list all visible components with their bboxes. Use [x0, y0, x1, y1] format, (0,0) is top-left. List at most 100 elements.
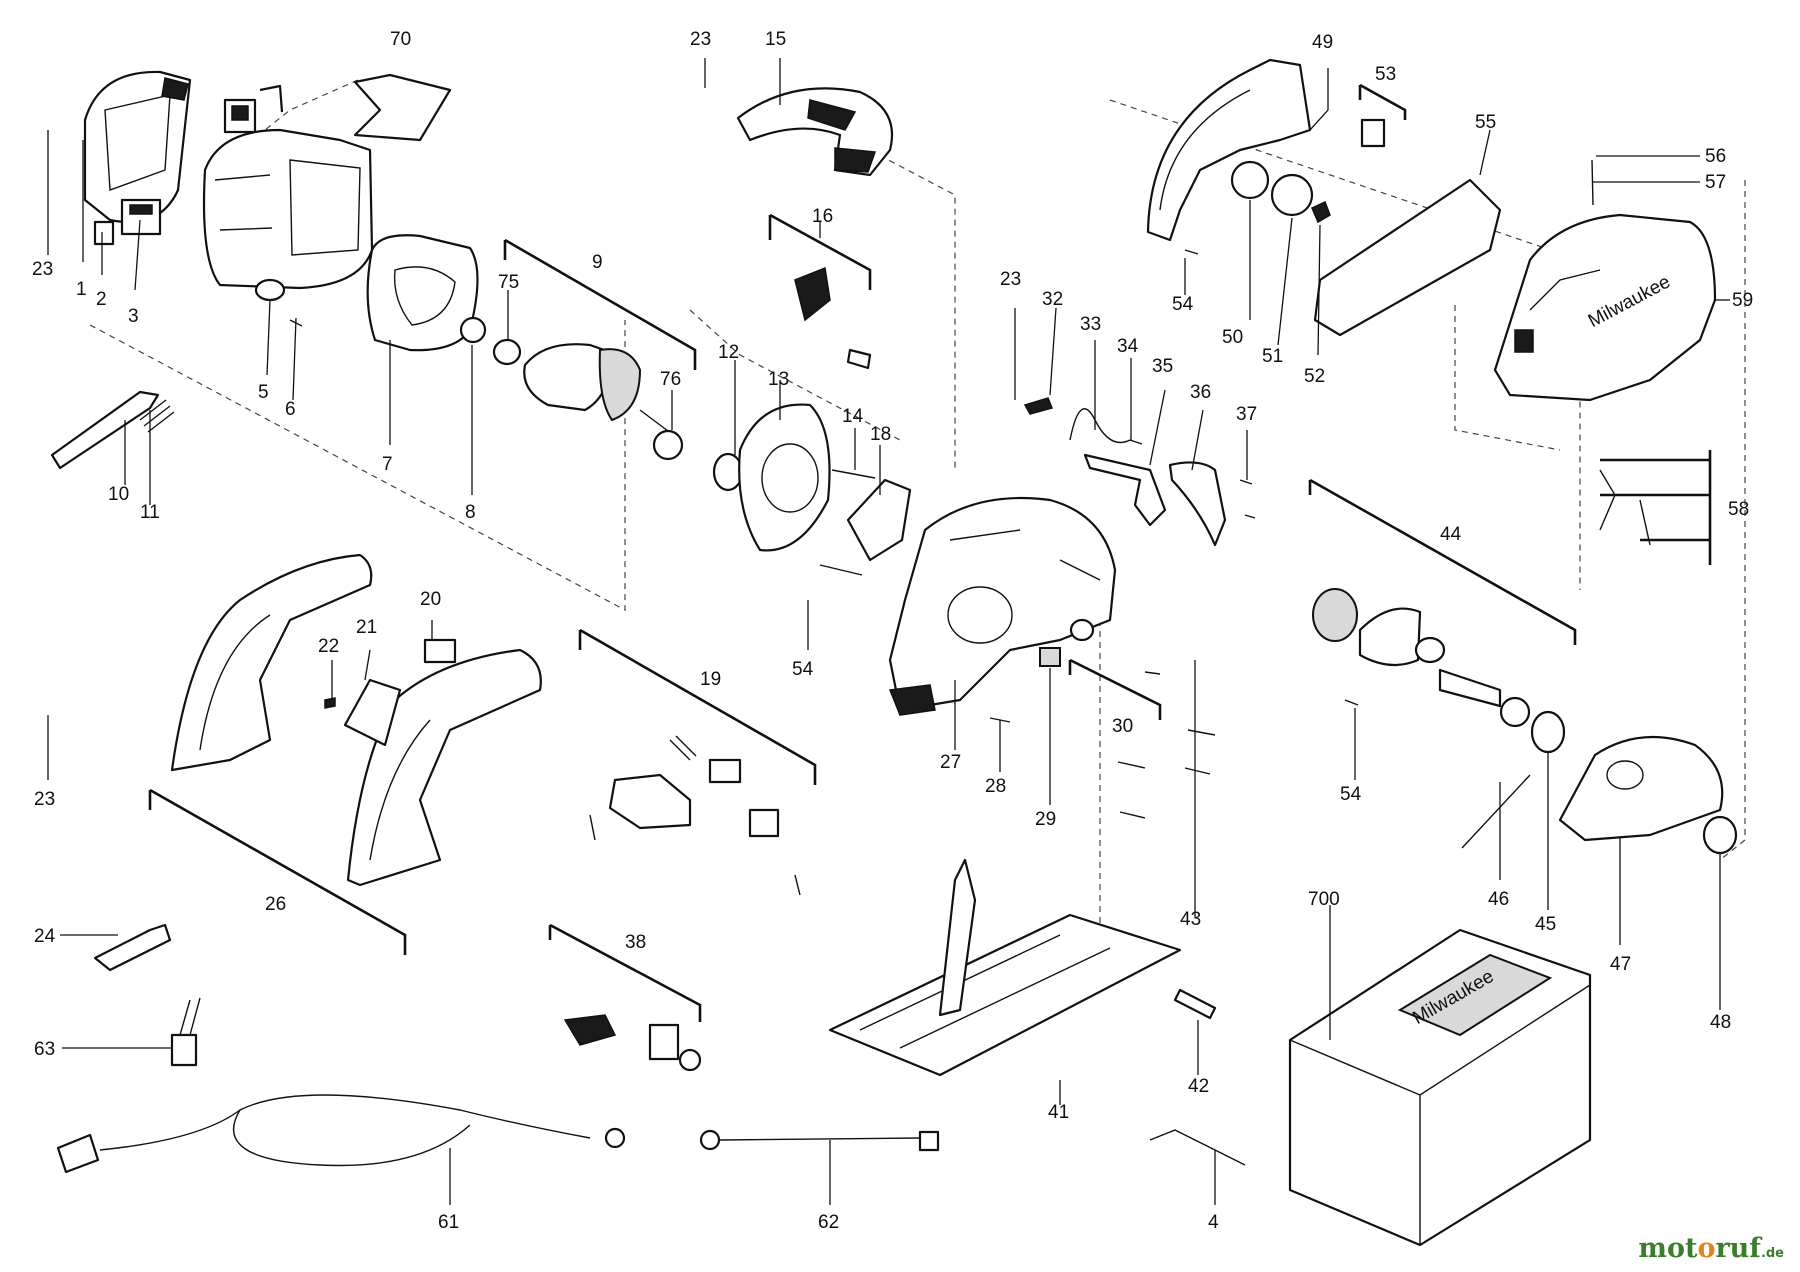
- callout-45: 45: [1535, 914, 1556, 935]
- callout-18: 18: [870, 424, 891, 445]
- callout-7: 7: [382, 454, 393, 475]
- depth-lever: [1083, 453, 1167, 527]
- callout-50: 50: [1222, 327, 1243, 348]
- bearing-ring: [459, 316, 487, 344]
- callout-21: 21: [356, 617, 377, 638]
- callout-57: 57: [1705, 172, 1726, 193]
- small-screw-34: [1129, 439, 1143, 445]
- callout-56: 56: [1705, 146, 1726, 167]
- callout-29: 29: [1035, 809, 1056, 830]
- callout-76: 76: [660, 369, 681, 390]
- callout-55: 55: [1475, 112, 1496, 133]
- callout-28: 28: [985, 776, 1006, 797]
- callout-numbers: 70 23 15 49 53 55 56 57 23 1 2 3 5 6 7 8…: [32, 29, 1753, 1233]
- callout-30: 30: [1112, 716, 1133, 737]
- callout-75: 75: [498, 272, 519, 293]
- rod-46: [1461, 774, 1531, 849]
- top-handle: [736, 87, 894, 177]
- long-screw: [831, 469, 876, 479]
- callout-22: 22: [318, 636, 339, 657]
- plug-connector: [170, 997, 201, 1067]
- callout-62: 62: [818, 1212, 839, 1233]
- callout-34: 34: [1117, 336, 1139, 357]
- callout-59: 59: [1732, 290, 1753, 311]
- callout-700: 700: [1308, 889, 1340, 910]
- hex-key: [1149, 1129, 1246, 1166]
- callout-15: 15: [765, 29, 786, 50]
- bracket-58: [1599, 469, 1651, 546]
- callout-27: 27: [940, 752, 961, 773]
- gear-housing: [738, 403, 831, 552]
- watermark: motoruf.de: [1638, 1233, 1784, 1264]
- switch: [343, 678, 402, 747]
- callout-63: 63: [34, 1039, 55, 1060]
- depth-plate: [1168, 461, 1227, 547]
- right-handle-half: [346, 648, 542, 887]
- motor-housing: [202, 128, 374, 302]
- callout-51: 51: [1262, 346, 1283, 367]
- brush-springs: [223, 84, 284, 134]
- callout-61: 61: [438, 1212, 459, 1233]
- internal-cable: [699, 1129, 940, 1152]
- lock-spring: [139, 399, 175, 433]
- callout-37: 37: [1236, 404, 1257, 425]
- callout-33: 33: [1080, 314, 1101, 335]
- callout-9: 9: [592, 252, 603, 273]
- trigger-assembly: [794, 266, 872, 370]
- screw-pair: [1023, 397, 1054, 415]
- callout-23: 23: [1000, 269, 1021, 290]
- connector-block: [423, 638, 457, 664]
- lower-guard-cover: [1493, 213, 1717, 402]
- main-gear-casing: [888, 496, 1117, 716]
- callout-23: 23: [32, 259, 53, 280]
- callout-44: 44: [1440, 524, 1462, 545]
- screw-54c: [1344, 699, 1359, 706]
- callout-6: 6: [285, 399, 296, 420]
- clamp-bracket: [1360, 118, 1386, 148]
- callout-41: 41: [1048, 1102, 1069, 1123]
- callout-38: 38: [625, 932, 646, 953]
- lower-blade-guard: [1558, 735, 1724, 842]
- callout-52: 52: [1304, 366, 1325, 387]
- outer-flange: [1270, 173, 1314, 217]
- bevel-lock-group: [563, 1014, 702, 1072]
- screws-set: [1117, 671, 1216, 819]
- callout-14: 14: [842, 406, 864, 427]
- inner-flange: [1230, 160, 1270, 200]
- cord-protector: [93, 923, 172, 972]
- watermark-part-2: o: [1697, 1233, 1716, 1264]
- callout-48: 48: [1710, 1012, 1731, 1033]
- group-brackets: [148, 83, 1712, 1022]
- label-sheet: [353, 73, 452, 142]
- brush-holder: [93, 220, 115, 246]
- callout-4: 4: [1208, 1212, 1219, 1233]
- spindle-assembly: [1312, 588, 1531, 728]
- screw-54a: [1184, 249, 1199, 255]
- screw-37: [1239, 479, 1256, 519]
- callout-54: 54: [1340, 784, 1362, 805]
- blade-lock-cover: [846, 478, 912, 562]
- callout-36: 36: [1190, 382, 1211, 403]
- upper-blade-guard: [1146, 58, 1312, 242]
- watermark-tld: .de: [1760, 1246, 1784, 1261]
- sleeve: [1039, 647, 1061, 667]
- callout-53: 53: [1375, 64, 1396, 85]
- callout-47: 47: [1610, 954, 1631, 975]
- blade-nut: [1311, 200, 1331, 224]
- screw-long-2: [819, 564, 863, 576]
- left-handle-half: [170, 553, 373, 772]
- torsion-spring: [1069, 408, 1131, 444]
- retaining-ring: [1702, 815, 1738, 855]
- callout-1: 1: [76, 279, 87, 300]
- o-ring: [712, 452, 744, 492]
- callout-58: 58: [1728, 499, 1749, 520]
- callout-42: 42: [1188, 1076, 1209, 1097]
- callout-26: 26: [265, 894, 286, 915]
- callout-19: 19: [700, 669, 721, 690]
- armature: [492, 338, 684, 461]
- watermark-part-3: ruf: [1715, 1233, 1761, 1264]
- callout-35: 35: [1152, 356, 1173, 377]
- end-cap: [83, 70, 192, 224]
